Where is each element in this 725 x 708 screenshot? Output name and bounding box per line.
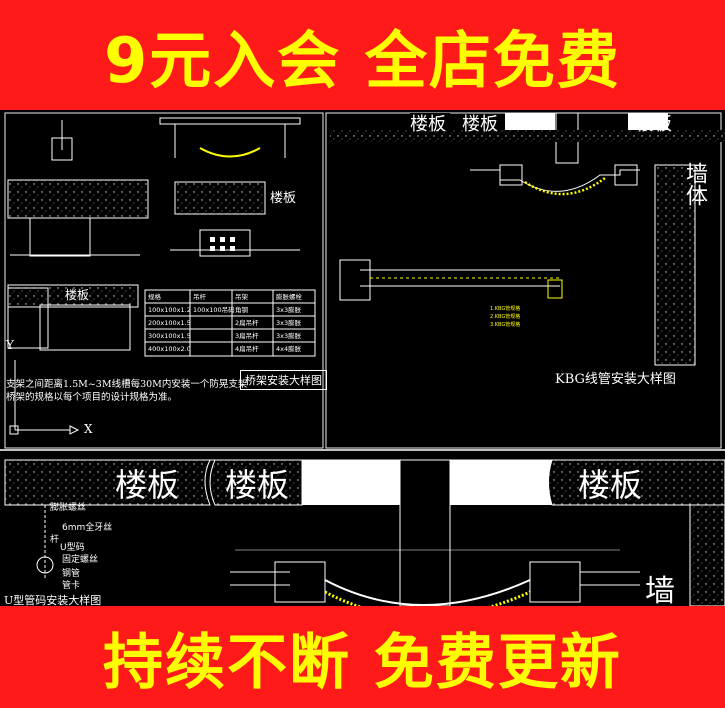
table-header-cell: 吊杆 xyxy=(193,292,207,301)
table-cell: 4x4膨胀 xyxy=(276,344,302,353)
column-block xyxy=(505,113,555,131)
slab-label-kbg-2: 楼板 xyxy=(462,114,498,135)
callout-label: 膨胀螺丝 xyxy=(50,501,86,513)
table-header-cell: 规格 xyxy=(148,292,162,301)
table-cell: 4扁吊杆 xyxy=(235,344,259,353)
callout-label: 固定螺丝 xyxy=(62,553,98,565)
callout-label: 6mm全牙丝 xyxy=(62,521,112,533)
note-line-1: 支架之间距离1.5M~3M线槽每30M内安装一个防晃支架 xyxy=(6,379,248,390)
callout-label: U型码 xyxy=(60,542,85,553)
tray-title: 桥架安装大样图 xyxy=(240,370,327,390)
table-cell: 3x3膨胀 xyxy=(276,331,302,340)
table-cell: 角钢 xyxy=(235,305,249,314)
table-cell: 3扁吊杆 xyxy=(235,331,259,340)
svg-text:1.KBG管规格: 1.KBG管规格 xyxy=(490,305,520,312)
wall-hatch xyxy=(654,164,696,366)
column-block-large xyxy=(302,460,400,505)
promo-top-text: 9元入会 全店免费 xyxy=(104,24,621,97)
table-cell: 3x3膨胀 xyxy=(276,318,302,327)
slab-label-kbg: 楼板 xyxy=(410,114,446,135)
slab-label-kbg-3: 楼板 xyxy=(636,114,672,135)
table-cell: 300x100x1.5 xyxy=(148,332,191,340)
promo-banner-bottom: 持续不断 免费更新 xyxy=(0,606,725,708)
wall-label: 墙体 xyxy=(682,162,707,206)
promo-banner-top: 9元入会 全店免费 xyxy=(0,0,725,110)
table-header-cell: 膨胀螺栓 xyxy=(276,292,303,301)
table-header-cell: 吊架 xyxy=(235,293,249,301)
svg-text:2.KBG管规格: 2.KBG管规格 xyxy=(490,313,520,320)
u-clamp-caption: U型管码安装大样图 xyxy=(4,594,102,606)
table-cell: 100x100x1.2 xyxy=(148,306,191,314)
slab-label-large-3: 楼板 xyxy=(578,466,643,504)
callout-label: 杆 xyxy=(50,533,59,545)
column-block-large xyxy=(450,460,552,505)
note-line-2: 桥架的规格以每个项目的设计规格为准。 xyxy=(6,392,178,403)
tray-panel-frame xyxy=(4,112,324,449)
table-cell: 2扁吊杆 xyxy=(235,318,259,327)
table-cell: 400x100x2.0 xyxy=(148,345,191,353)
slab-hatch xyxy=(7,179,149,219)
table-cell: 100x100吊码 xyxy=(193,306,235,314)
kbg-title: KBG线管安装大样图 xyxy=(555,372,676,387)
callout-label: 管卡 xyxy=(62,579,80,591)
slab-label-large-2: 楼板 xyxy=(225,466,290,504)
wall-label-large: 墙 xyxy=(645,574,675,606)
table-cell: 3x3膨胀 xyxy=(276,305,302,314)
svg-text:3.KBG管规格: 3.KBG管规格 xyxy=(490,321,520,328)
slab-label-large-1: 楼板 xyxy=(115,466,180,504)
axis-y-label: Y xyxy=(6,338,14,352)
promo-bottom-text: 持续不断 免费更新 xyxy=(103,627,622,698)
tray-spec-table xyxy=(144,289,316,357)
slab-hatch xyxy=(174,181,266,215)
table-cell: 200x100x1.5 xyxy=(148,319,191,327)
axis-x-label: X xyxy=(84,422,93,436)
floor-slab-hatch xyxy=(4,459,211,506)
column-block xyxy=(628,113,668,131)
tray-slab-label: 楼板 xyxy=(65,287,89,302)
wall-label-small: 楼板 xyxy=(270,191,296,206)
callout-label: 钢管 xyxy=(62,567,80,579)
